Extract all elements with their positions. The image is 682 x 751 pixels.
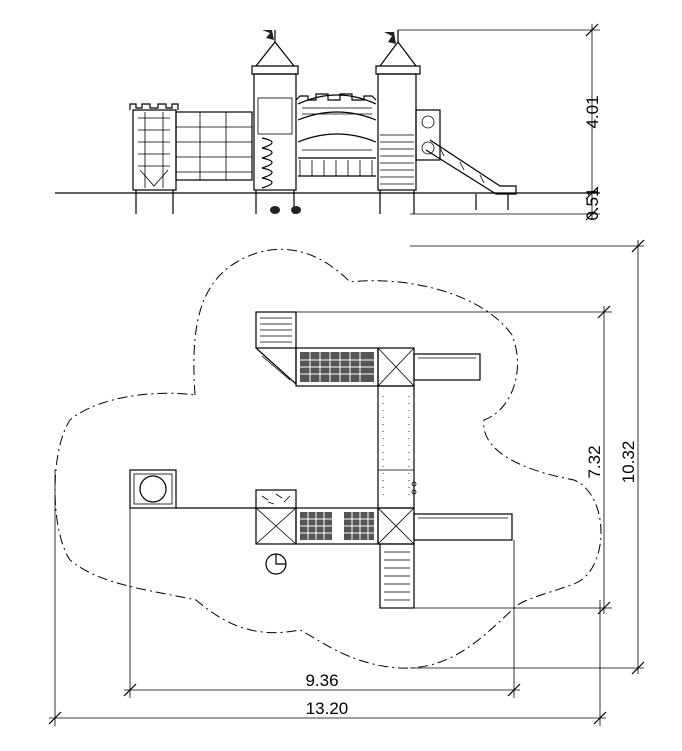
dimension-safety-width: 13.20 <box>306 699 349 718</box>
upper-steps <box>255 311 297 386</box>
lower-stairs <box>379 543 415 609</box>
upper-tower <box>377 347 481 387</box>
plan-width-dimensions: 9.36 13.20 <box>48 470 607 726</box>
dimension-ground-offset: 0.51 <box>583 187 602 220</box>
dimension-structure-width: 9.36 <box>305 671 338 690</box>
vertical-walkway <box>377 385 417 509</box>
elevation-view: 4.01 0.51 <box>55 23 602 221</box>
dimension-total-height: 4.01 <box>583 95 602 128</box>
dimension-safety-depth: 10.32 <box>619 441 638 484</box>
plan-view: 9.36 13.20 7.32 10.32 <box>48 239 645 726</box>
slide <box>415 109 517 210</box>
lower-bridge <box>295 507 379 545</box>
left-small-platform <box>129 469 256 509</box>
lower-right-tower <box>377 507 513 545</box>
left-tower <box>129 103 179 214</box>
climbing-panel <box>175 111 253 181</box>
elevation-height-dimension: 4.01 0.51 <box>398 23 602 221</box>
safety-zone-outline <box>54 248 602 669</box>
lower-left-tower <box>255 489 297 575</box>
upper-bridge <box>295 347 379 387</box>
dimension-structure-depth: 7.32 <box>585 445 604 478</box>
plan-depth-dimensions: 7.32 10.32 <box>296 239 645 675</box>
left-tall-tower <box>251 30 301 214</box>
right-tall-tower <box>375 30 421 214</box>
bridge-wall <box>295 93 377 177</box>
